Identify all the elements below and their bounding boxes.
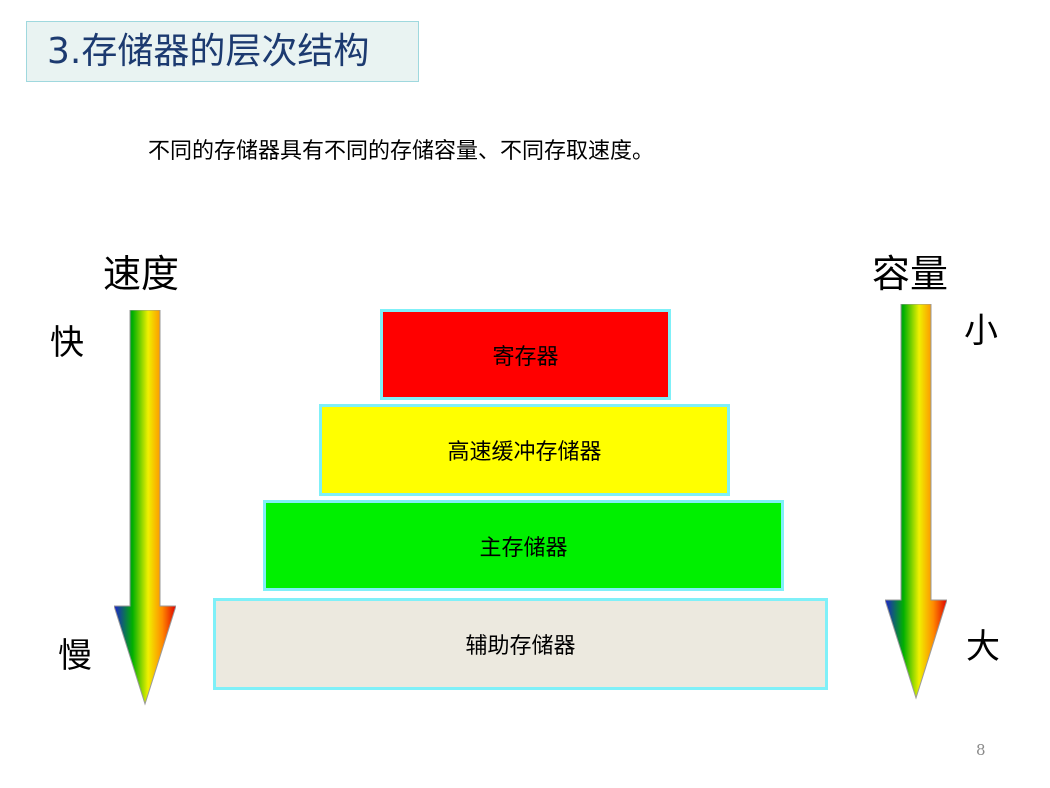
capacity-axis-title: 容量	[872, 252, 949, 296]
speed-axis-bottom-label: 慢	[58, 636, 92, 676]
tier-main-memory-label: 主存储器	[479, 535, 568, 561]
slide-title: 3.存储器的层次结构	[47, 31, 370, 72]
capacity-down-arrow-icon	[885, 304, 947, 700]
tier-cache-label: 高速缓冲存储器	[447, 440, 602, 465]
tier-secondary-storage-label: 辅助存储器	[465, 634, 576, 659]
speed-down-arrow-icon	[114, 310, 176, 706]
tier-register-label: 寄存器	[492, 344, 559, 370]
slide-subtitle: 不同的存储器具有不同的存储容量、不同存取速度。	[148, 139, 655, 164]
speed-axis-title: 速度	[103, 252, 180, 296]
tier-cache: 高速缓冲存储器	[319, 404, 730, 496]
tier-secondary-storage: 辅助存储器	[213, 598, 828, 690]
capacity-axis-bottom-label: 大	[966, 627, 1000, 667]
capacity-axis-top-label: 小	[964, 311, 998, 351]
slide-title-box: 3.存储器的层次结构	[26, 21, 419, 82]
speed-axis-top-label: 快	[50, 323, 84, 363]
page-number: 8	[976, 741, 986, 759]
tier-register: 寄存器	[380, 309, 671, 400]
tier-main-memory: 主存储器	[263, 500, 784, 591]
